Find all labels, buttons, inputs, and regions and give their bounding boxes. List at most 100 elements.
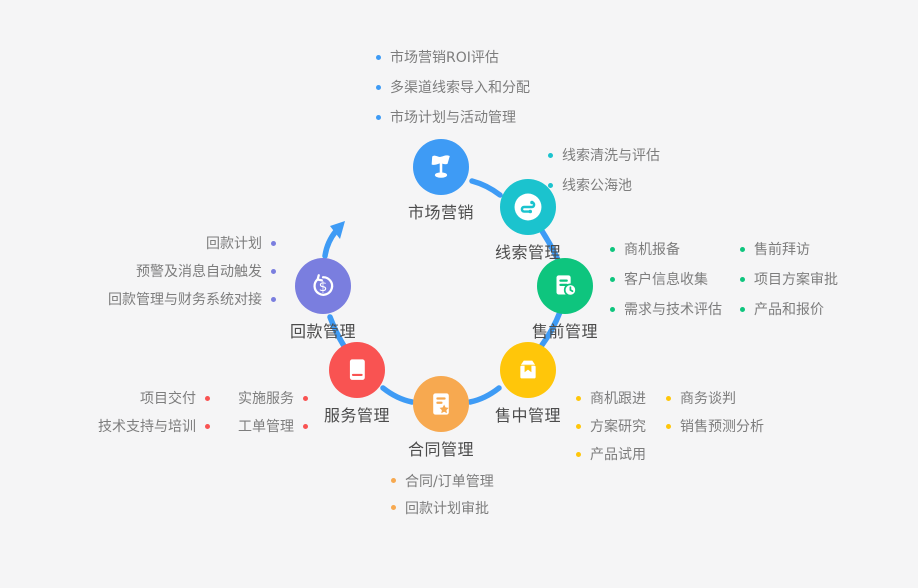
feature-item: 售前拜访 bbox=[740, 234, 838, 264]
bullet-icon bbox=[576, 395, 581, 401]
feature-list-payment: 回款计划 预警及消息自动触发 回款管理与财务系统对接 bbox=[108, 229, 276, 313]
insales-circle bbox=[500, 342, 556, 398]
bullet-icon bbox=[376, 54, 381, 60]
feature-list-presales-col1: 商机报备 客户信息收集 需求与技术评估 bbox=[610, 234, 722, 324]
feature-item: 回款计划 bbox=[108, 229, 276, 257]
feature-item: 需求与技术评估 bbox=[610, 294, 722, 324]
node-label-leads: 线索管理 bbox=[494, 243, 562, 262]
feature-text: 商机跟进 bbox=[590, 391, 646, 407]
refresh-dollar-icon: $ bbox=[313, 274, 334, 296]
leads-circle bbox=[500, 179, 556, 235]
feature-list-contract: 合同/订单管理 回款计划审批 bbox=[391, 467, 494, 521]
bullet-icon bbox=[610, 276, 615, 282]
feature-item: 多渠道线索导入和分配 bbox=[376, 72, 530, 102]
feature-text: 市场营销ROI评估 bbox=[390, 50, 499, 66]
bullet-icon bbox=[548, 152, 553, 158]
feature-item: 产品和报价 bbox=[740, 294, 838, 324]
contract-circle bbox=[413, 376, 469, 432]
bullet-icon bbox=[376, 114, 381, 120]
connector-insales-contract bbox=[467, 385, 502, 405]
feature-item: 商机跟进 bbox=[576, 384, 646, 412]
node-label-contract: 合同管理 bbox=[407, 440, 475, 459]
document-clock-icon bbox=[556, 275, 577, 297]
package-icon bbox=[520, 360, 536, 379]
connector-leads-presales bbox=[539, 228, 561, 263]
node-presales: 售前管理 bbox=[532, 258, 598, 341]
feature-text: 商机报备 bbox=[624, 242, 680, 258]
node-leads: 线索管理 bbox=[495, 179, 561, 262]
feature-item: 方案研究 bbox=[576, 412, 646, 440]
feature-item: 商机报备 bbox=[610, 234, 722, 264]
bullet-icon bbox=[610, 246, 615, 252]
book-icon bbox=[349, 359, 365, 380]
feature-item: 回款管理与财务系统对接 bbox=[108, 285, 276, 313]
bullet-icon bbox=[271, 240, 276, 246]
connector-contract-service bbox=[380, 385, 415, 405]
feature-list-service-col2: 实施服务 工单管理 bbox=[238, 384, 308, 440]
feature-text: 产品试用 bbox=[590, 447, 646, 463]
feature-text: 销售预测分析 bbox=[680, 419, 764, 435]
feature-list-presales-col2: 售前拜访 项目方案审批 产品和报价 bbox=[740, 234, 838, 324]
node-insales: 售中管理 bbox=[495, 342, 561, 425]
flag-icon bbox=[431, 155, 450, 178]
feature-item: 线索清洗与评估 bbox=[548, 140, 660, 170]
feature-item: 预警及消息自动触发 bbox=[108, 257, 276, 285]
service-circle bbox=[329, 342, 385, 398]
bullet-icon bbox=[205, 395, 210, 401]
feature-item: 市场营销ROI评估 bbox=[376, 42, 530, 72]
bullet-icon bbox=[303, 423, 308, 429]
feature-text: 回款计划 bbox=[206, 236, 262, 252]
feature-item: 回款计划审批 bbox=[391, 494, 494, 521]
feature-item: 工单管理 bbox=[238, 412, 308, 440]
cycle-arrow-head-icon bbox=[330, 221, 345, 239]
bullet-icon bbox=[205, 423, 210, 429]
feature-text: 线索公海池 bbox=[562, 178, 632, 194]
node-contract: 合同管理 bbox=[408, 376, 474, 459]
node-label-service: 服务管理 bbox=[323, 406, 391, 425]
svg-text:$: $ bbox=[319, 280, 328, 295]
bullet-icon bbox=[391, 478, 396, 483]
connector-presales-insales bbox=[539, 309, 563, 348]
feature-text: 回款计划审批 bbox=[405, 500, 489, 517]
bullet-icon bbox=[666, 395, 671, 401]
bullet-icon bbox=[740, 276, 745, 282]
bullet-icon bbox=[610, 306, 615, 312]
feature-text: 市场计划与活动管理 bbox=[390, 110, 516, 126]
feature-item: 市场计划与活动管理 bbox=[376, 102, 530, 132]
feature-item: 销售预测分析 bbox=[666, 412, 764, 440]
feature-text: 产品和报价 bbox=[754, 302, 824, 318]
payment-circle: $ bbox=[295, 258, 351, 314]
document-star-icon bbox=[433, 393, 449, 415]
bullet-icon bbox=[576, 451, 581, 457]
node-label-presales: 售前管理 bbox=[531, 322, 599, 341]
feature-list-marketing: 市场营销ROI评估 多渠道线索导入和分配 市场计划与活动管理 bbox=[376, 42, 530, 132]
connector-service-payment bbox=[327, 314, 347, 349]
feature-text: 方案研究 bbox=[590, 419, 646, 435]
feature-list-leads: 线索清洗与评估 线索公海池 bbox=[548, 140, 660, 200]
feature-text: 技术支持与培训 bbox=[98, 419, 196, 435]
feature-item: 商务谈判 bbox=[666, 384, 764, 412]
node-payment: $ 回款管理 bbox=[290, 258, 356, 341]
feature-text: 预警及消息自动触发 bbox=[136, 264, 262, 280]
bullet-icon bbox=[376, 84, 381, 90]
bullet-icon bbox=[666, 423, 671, 429]
bullet-icon bbox=[271, 268, 276, 274]
node-label-insales: 售中管理 bbox=[494, 406, 562, 425]
feature-text: 客户信息收集 bbox=[624, 272, 708, 288]
feature-text: 商务谈判 bbox=[680, 391, 736, 407]
bullet-icon bbox=[740, 246, 745, 252]
node-label-marketing: 市场营销 bbox=[407, 203, 475, 222]
bullet-icon bbox=[303, 395, 308, 401]
bullet-icon bbox=[391, 505, 396, 510]
feature-text: 线索清洗与评估 bbox=[562, 148, 660, 164]
feature-text: 项目方案审批 bbox=[754, 272, 838, 288]
route-icon bbox=[514, 193, 542, 221]
feature-item: 线索公海池 bbox=[548, 170, 660, 200]
feature-item: 项目交付 bbox=[98, 384, 210, 412]
node-label-payment: 回款管理 bbox=[289, 322, 357, 341]
marketing-circle bbox=[413, 139, 469, 195]
bullet-icon bbox=[548, 182, 553, 188]
feature-text: 项目交付 bbox=[140, 391, 196, 407]
